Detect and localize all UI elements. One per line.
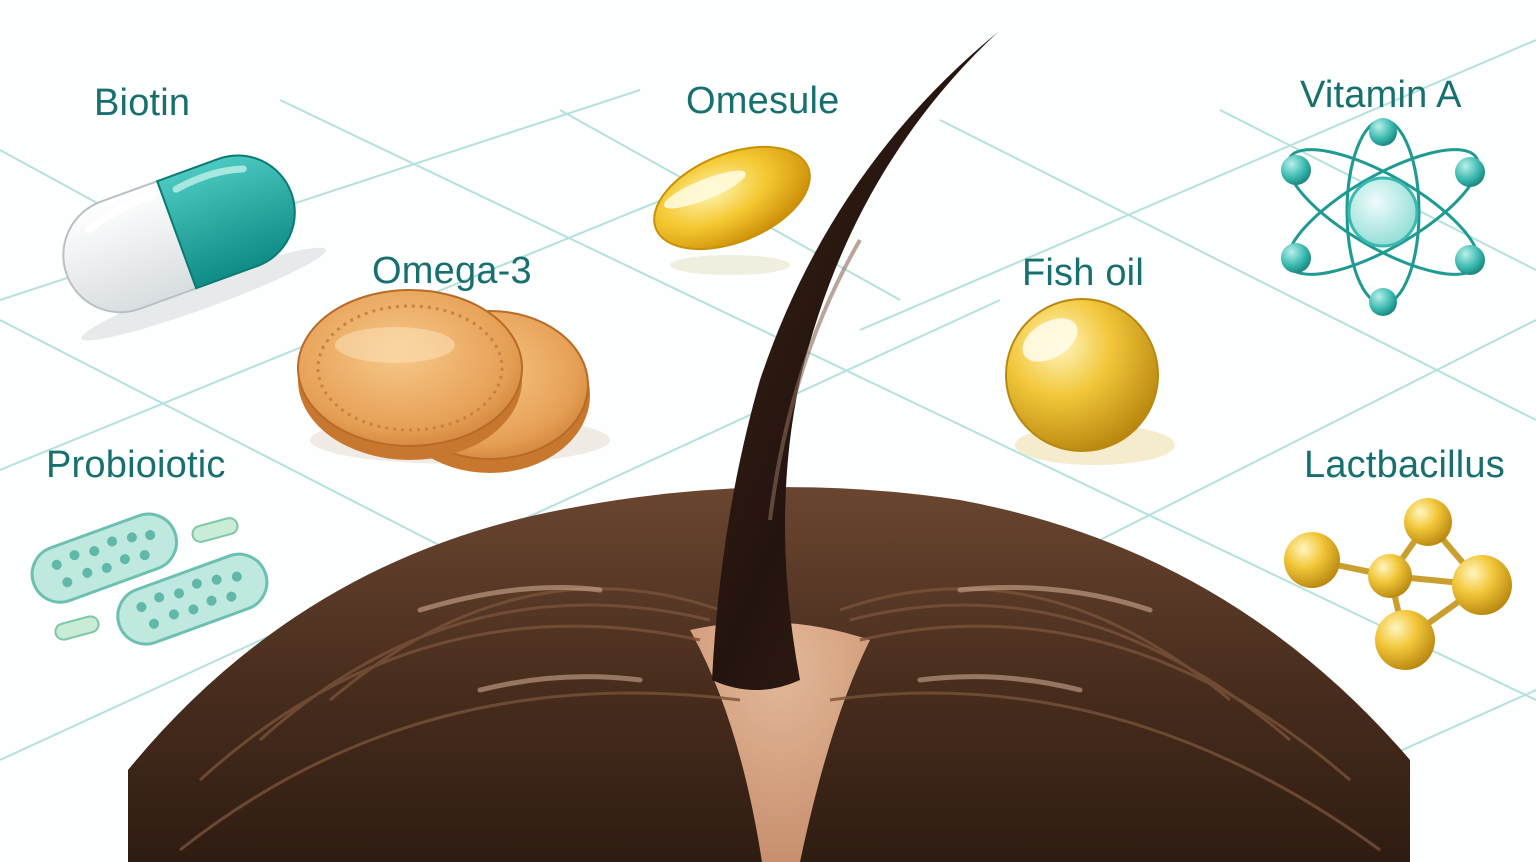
coins-icon bbox=[297, 289, 610, 473]
molecule-icon bbox=[1284, 498, 1512, 670]
bacteria-icon bbox=[30, 512, 269, 646]
label-probiotic: Probioiotic bbox=[46, 444, 226, 486]
capsule-icon bbox=[62, 154, 326, 341]
label-biotin: Biotin bbox=[94, 82, 191, 124]
label-omesule: Omesule bbox=[686, 80, 840, 122]
hair-strand-icon bbox=[712, 32, 998, 690]
label-omega-3: Omega-3 bbox=[372, 250, 532, 292]
label-lactobacillus: Lactbacillus bbox=[1304, 444, 1505, 486]
atom-icon bbox=[1281, 118, 1485, 316]
softgel-icon bbox=[653, 145, 811, 275]
label-fish-oil: Fish oil bbox=[1022, 252, 1144, 294]
label-vitamin-a: Vitamin A bbox=[1300, 74, 1462, 116]
oil-drop-icon bbox=[1005, 298, 1175, 465]
